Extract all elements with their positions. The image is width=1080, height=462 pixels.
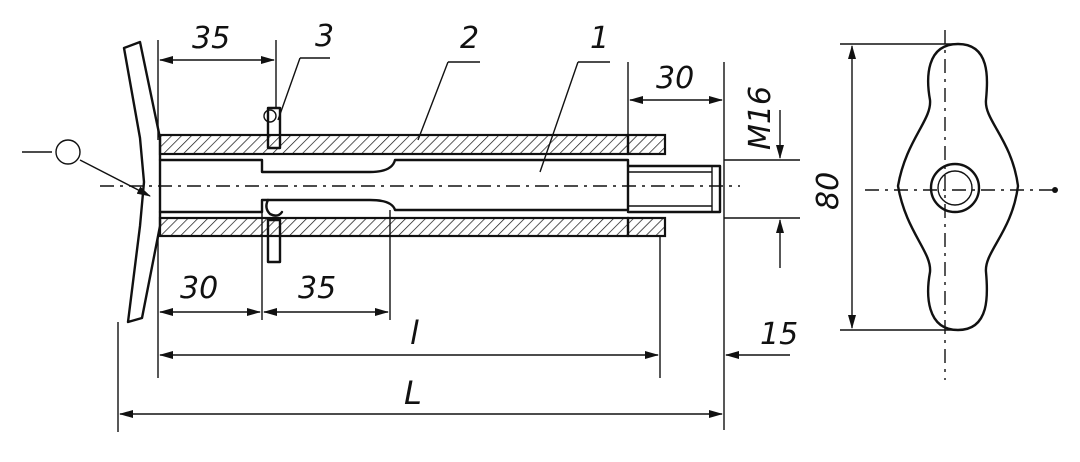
cotter-pin: [263, 106, 284, 264]
leader-lines: [277, 57, 610, 173]
nut-bore-inner: [937, 170, 973, 206]
dim-15: 15: [760, 317, 798, 352]
part-1-label: 1: [590, 21, 609, 56]
dim-L: L: [404, 374, 422, 412]
part-2-label: 2: [460, 21, 479, 56]
side-view: 35 3 2 1 30 M16 30 35 l 15 L: [22, 19, 800, 432]
tube-bottom-wall: [158, 216, 667, 238]
dim-35-top: 35: [192, 21, 230, 56]
wing-nut-outline: [896, 42, 1020, 332]
extension-lines: [117, 40, 800, 432]
nut-bore-outer: [929, 162, 981, 214]
bolt-shaft: [158, 158, 630, 214]
dimension-lines: [119, 56, 790, 418]
centerline-dot: [1052, 187, 1058, 193]
tube-top-wall: [158, 133, 667, 156]
dim-30-bottom: 30: [180, 271, 218, 306]
dim-m16: M16: [743, 86, 778, 150]
weld-symbol: [22, 139, 151, 197]
wing-handle-profile: [122, 40, 162, 324]
dim-80: 80: [811, 172, 846, 210]
end-view: 80: [811, 30, 1058, 380]
bolt-threaded-end: [626, 164, 722, 214]
dim-35-bottom: 35: [298, 271, 336, 306]
dim-30-top: 30: [656, 61, 694, 96]
thread-lines: [628, 166, 713, 212]
part-3-label: 3: [315, 19, 334, 54]
dim-l: l: [410, 314, 419, 352]
